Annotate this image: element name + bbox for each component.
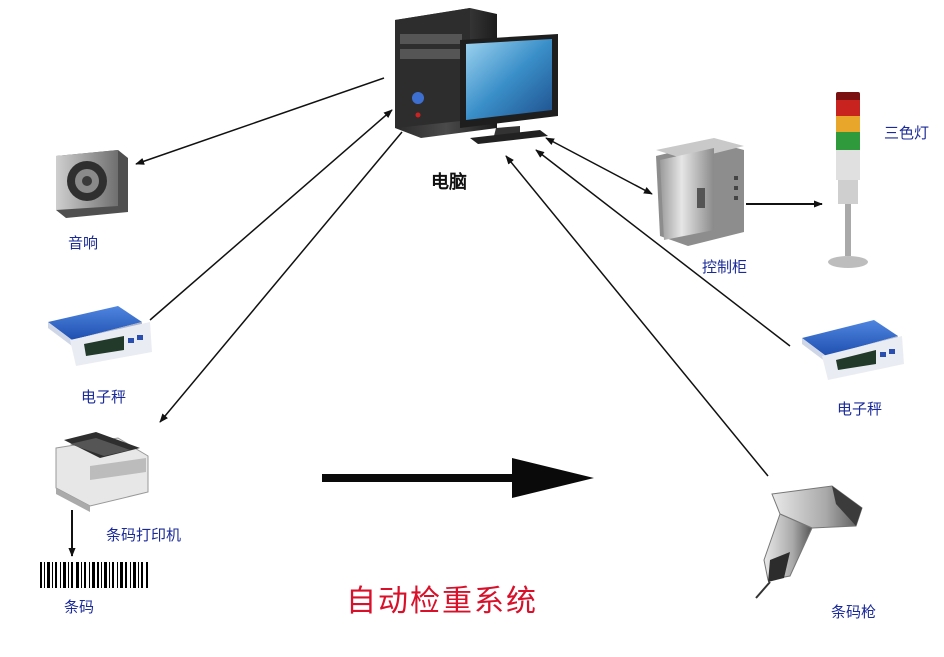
computer-label: 电脑 — [431, 172, 467, 193]
control-cabinet-icon — [656, 138, 744, 246]
scale-left-label: 电子秤 — [81, 388, 127, 406]
tower-light-label: 三色灯 — [884, 124, 930, 142]
tower-light-icon — [828, 92, 868, 268]
speaker-icon — [56, 150, 128, 218]
computer-cabinet-arrow — [545, 137, 653, 195]
printer-label: 条码打印机 — [106, 526, 182, 544]
electronic-scale-icon — [48, 306, 152, 366]
scanner-label: 条码枪 — [831, 603, 877, 621]
process-flow-arrow — [322, 458, 594, 498]
right-scale-to-computer-arrow — [535, 149, 791, 347]
barcode-icon — [40, 562, 148, 588]
computer-to-printer-arrow — [159, 131, 403, 423]
computer-to-speaker-arrow — [135, 77, 385, 165]
barcode-printer-icon — [55, 432, 149, 512]
barcode-label: 条码 — [64, 598, 95, 616]
control-cabinet-label: 控制柜 — [702, 258, 748, 276]
barcode-scanner-icon — [755, 485, 863, 599]
electronic-scale-icon — [802, 320, 904, 380]
desktop-computer-icon — [395, 8, 558, 144]
scale-right-label: 电子秤 — [837, 400, 883, 418]
speaker-label: 音响 — [68, 234, 99, 252]
scanner-to-computer-arrow — [505, 155, 769, 477]
scale-to-computer-arrow — [149, 109, 393, 321]
diagram-title: 自动检重系统 — [346, 584, 538, 619]
